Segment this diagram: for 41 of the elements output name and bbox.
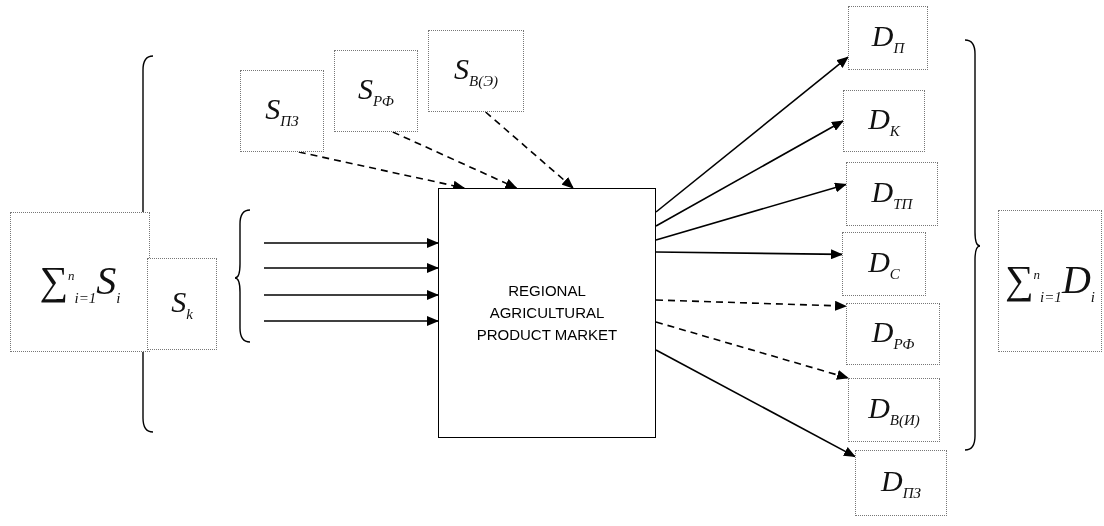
symbol-box (334, 50, 418, 132)
symbol-label: D$_{В(И)}$ (868, 391, 920, 429)
arrow (263, 316, 439, 326)
arrow (392, 131, 518, 189)
symbol-box (846, 303, 940, 365)
symbol-label: S$_{k}$ (171, 285, 193, 323)
arrow (655, 120, 844, 227)
symbol-box (147, 258, 217, 350)
symbol-box (240, 70, 324, 152)
symbol-label: S$_{ПЗ}$ (265, 92, 299, 130)
symbol-label: D$_{К}$ (868, 102, 900, 140)
market-box (438, 188, 656, 438)
symbol-label: S$_{РФ}$ (358, 72, 394, 110)
arrow (263, 290, 439, 300)
arrow (655, 321, 849, 380)
arrow (655, 182, 847, 241)
symbol-box (10, 212, 150, 352)
symbol-box (846, 162, 938, 226)
arrow (655, 249, 843, 260)
sum-formula: ∑$^{n}$$_{i=1}$D$_{i}$ (1005, 256, 1095, 306)
sum-formula: ∑$^{n}$$_{i=1}$S$_{i}$ (39, 257, 121, 307)
arrow (484, 111, 574, 189)
arrow (655, 299, 847, 311)
symbol-label: D$_{ТП}$ (871, 175, 913, 213)
symbol-box (842, 232, 926, 296)
symbol-box (855, 450, 947, 516)
symbol-label: D$_{П}$ (871, 19, 905, 57)
arrow (263, 238, 439, 248)
symbol-box (428, 30, 524, 112)
symbol-box (843, 90, 925, 152)
arrow (655, 349, 856, 458)
symbol-label: S$_{В(Э)}$ (454, 52, 498, 90)
symbol-label: D$_{С}$ (868, 245, 900, 283)
symbol-box (998, 210, 1102, 352)
symbol-label: D$_{РФ}$ (871, 315, 915, 353)
market-label: REGIONAL AGRICULTURAL PRODUCT MARKET (475, 281, 619, 345)
symbol-box (848, 378, 940, 442)
symbol-label: D$_{ПЗ}$ (881, 464, 921, 502)
arrow (655, 56, 849, 213)
arrow (263, 263, 439, 273)
symbol-box (848, 6, 928, 70)
